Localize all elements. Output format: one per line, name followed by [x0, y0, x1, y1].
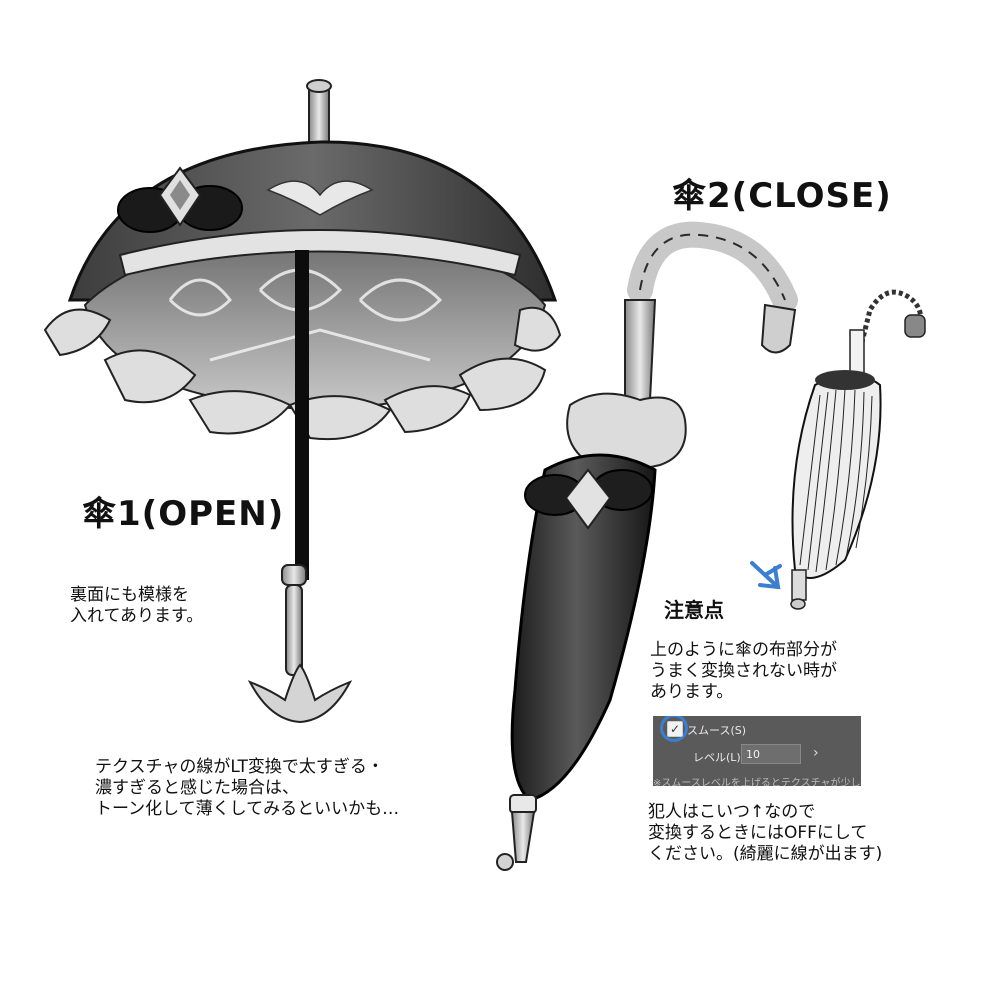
level-label: レベル(L) — [693, 751, 741, 764]
annotation-arrow-icon — [750, 561, 782, 590]
umbrella1-title: 傘1(OPEN) — [82, 494, 285, 534]
caution-heading: 注意点 — [664, 598, 724, 622]
smoothing-settings-panel: ✓ スムース(S) レベル(L) 10 › ※スムースレベルを上げるとテクスチャ… — [653, 716, 861, 786]
smooth-checkbox[interactable]: ✓ — [667, 721, 683, 737]
cut-off-text: ※スムースレベルを上げるとテクスチャが少しぼやけます — [653, 778, 861, 786]
closed-umbrella — [496, 221, 798, 871]
line-art-umbrella — [790, 289, 926, 610]
smooth-label: スムース(S) — [687, 724, 747, 737]
open-umbrella — [43, 79, 562, 724]
caution-culprit: 犯人はこいつ↑なので 変換するときにはOFFにして ください。(綺麗に線が出ます… — [648, 802, 883, 864]
highlight-circle — [660, 716, 688, 742]
chevron-right-icon[interactable]: › — [813, 745, 819, 761]
caution-body: 上のように傘の布部分が うまく変換されない時が あります。 — [650, 640, 837, 702]
level-input[interactable]: 10 — [741, 744, 801, 764]
umbrella1-note: 裏面にも模様を 入れてあります。 — [70, 585, 204, 626]
texture-note: テクスチャの線がLT変換で太すぎる・ 濃すぎると感じた場合は、 トーン化して薄く… — [95, 757, 400, 819]
umbrella2-title: 傘2(CLOSE) — [672, 176, 892, 216]
